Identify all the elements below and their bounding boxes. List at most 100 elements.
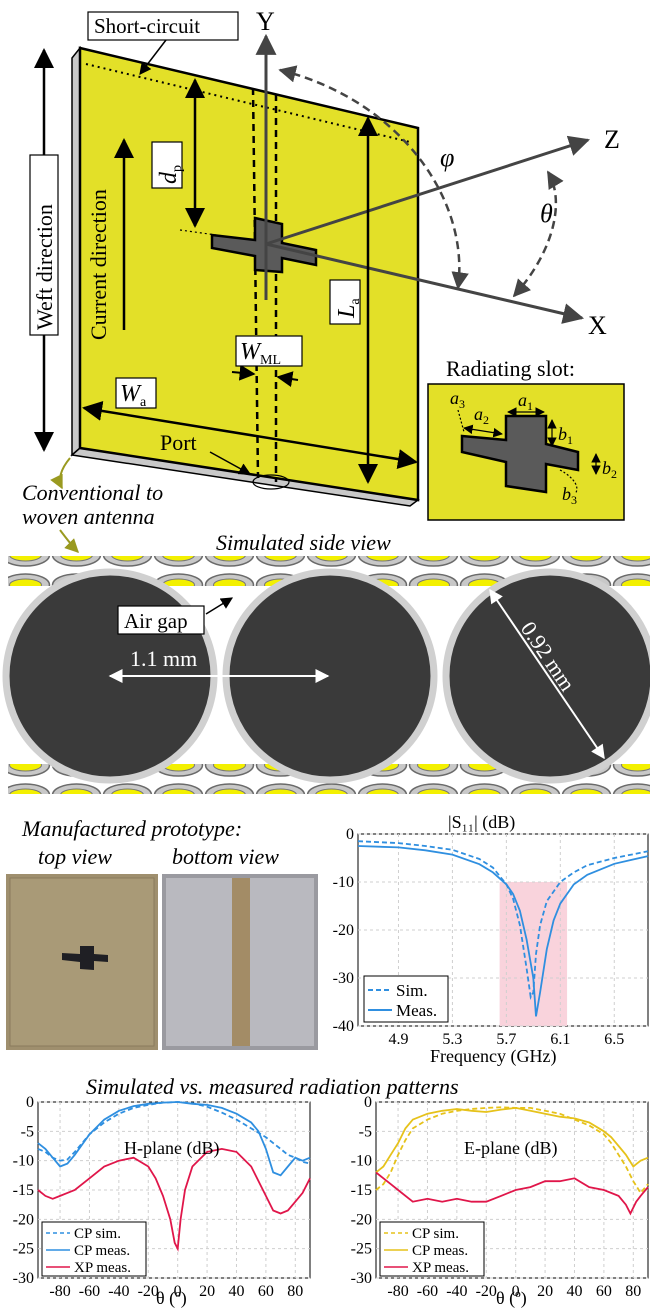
short-circuit-pointer bbox=[139, 39, 167, 75]
weft-label-box bbox=[29, 154, 59, 336]
h-legend-cpmeas: CP meas. bbox=[74, 1243, 130, 1259]
conventional-arrow bbox=[50, 457, 71, 490]
side-view-title: Simulated side view bbox=[216, 530, 391, 555]
e-xtick-label: 60 bbox=[596, 1283, 612, 1300]
e-ytick-label: -5 bbox=[359, 1123, 372, 1140]
prototype-bottom-label: bottom view bbox=[172, 844, 279, 869]
wml-label: WML bbox=[240, 339, 281, 368]
inset-b1: b1 bbox=[558, 424, 573, 447]
port-label: Port bbox=[160, 430, 197, 455]
s11-title: |S₁₁| (dB) bbox=[448, 812, 515, 833]
port-pointer bbox=[209, 451, 252, 475]
dp-label-box bbox=[151, 141, 183, 189]
h-xlabel: θ (º) bbox=[156, 1288, 187, 1308]
e-xtick-label: -40 bbox=[446, 1283, 467, 1300]
side-view: Simulated side view Air gap 1.1 mm 0.92 … bbox=[2, 530, 650, 794]
bottom-view-strip bbox=[232, 878, 250, 1046]
patterns-title: Simulated vs. measured radiation pattern… bbox=[86, 1074, 459, 1099]
antenna-schematic: Y Z X φ θ Current direction Weft directi… bbox=[22, 7, 625, 553]
la-label: La bbox=[334, 298, 363, 319]
h-ytick-label: -20 bbox=[13, 1211, 34, 1228]
s11-xtick-label: 5.7 bbox=[496, 1031, 516, 1048]
wa-dimension bbox=[82, 401, 418, 469]
s11-xlabel: Frequency (GHz) bbox=[430, 1046, 556, 1067]
conventional-line2: woven antenna bbox=[22, 504, 155, 529]
e-legend-cpmeas: CP meas. bbox=[412, 1243, 468, 1259]
inset-a3: a3 bbox=[450, 388, 465, 411]
top-view-slot bbox=[62, 946, 108, 970]
e-series-xp-meas bbox=[375, 1171, 649, 1216]
current-direction-label: Current direction bbox=[86, 189, 111, 340]
wml-label-box bbox=[235, 335, 303, 367]
radiating-slot-title: Radiating slot: bbox=[446, 356, 575, 381]
e-plane-title: E-plane (dB) bbox=[464, 1138, 557, 1159]
y-axis-label: Y bbox=[256, 7, 275, 36]
e-ytick-label: -10 bbox=[351, 1153, 372, 1170]
e-xtick-label: -20 bbox=[476, 1283, 497, 1300]
z-axis-label: Z bbox=[604, 125, 620, 154]
e-xtick-label: 40 bbox=[566, 1283, 582, 1300]
port-ellipse bbox=[252, 474, 290, 490]
conventional-arrow-2 bbox=[59, 529, 79, 553]
h-xtick-label: 40 bbox=[228, 1283, 244, 1300]
e-xtick-label: 0 bbox=[512, 1283, 520, 1300]
e-xtick-label: 80 bbox=[625, 1283, 641, 1300]
h-ytick-label: 0 bbox=[26, 1094, 34, 1111]
h-ytick-label: -5 bbox=[21, 1123, 34, 1140]
s11-legend bbox=[363, 975, 449, 1023]
h-xtick-label: 0 bbox=[174, 1283, 182, 1300]
conventional-line1: Conventional to bbox=[22, 480, 163, 505]
e-xtick-label: 20 bbox=[537, 1283, 553, 1300]
h-xtick-label: -60 bbox=[79, 1283, 100, 1300]
h-xtick-label: 20 bbox=[199, 1283, 215, 1300]
s11-ytick-label: -40 bbox=[333, 1018, 354, 1035]
s11-ytick-label: 0 bbox=[346, 826, 354, 843]
h-plane-title: H-plane (dB) bbox=[124, 1138, 219, 1159]
s11-legend-meas: Meas. bbox=[396, 1001, 437, 1020]
inset-b3: b3 bbox=[562, 484, 577, 507]
phi-label: φ bbox=[440, 143, 454, 172]
theta-label: θ bbox=[540, 199, 553, 228]
e-ytick-label: -30 bbox=[351, 1270, 372, 1287]
s11-series-meas bbox=[357, 845, 649, 1017]
e-ytick-label: -15 bbox=[351, 1182, 372, 1199]
h-ytick-label: -25 bbox=[13, 1241, 34, 1258]
wml-arrow-left bbox=[231, 364, 256, 381]
inset-slot-shape bbox=[460, 414, 580, 494]
dp-label: dp bbox=[156, 165, 185, 184]
prototype-top-label: top view bbox=[38, 844, 112, 869]
prototype-title: Manufactured prototype: bbox=[21, 816, 242, 841]
e-legend-cpsim: CP sim. bbox=[412, 1226, 459, 1242]
wa-label: Wa bbox=[120, 381, 147, 410]
e-xtick-label: -80 bbox=[387, 1283, 408, 1300]
h-xtick-label: -80 bbox=[49, 1283, 70, 1300]
s11-xtick-label: 5.3 bbox=[442, 1031, 462, 1048]
prototype: Manufactured prototype: top view bottom … bbox=[6, 816, 318, 1050]
short-circuit-box bbox=[87, 11, 239, 41]
h-series-cp-meas bbox=[37, 1101, 311, 1177]
h-xtick-label: -40 bbox=[108, 1283, 129, 1300]
h-ytick-label: -30 bbox=[13, 1270, 34, 1287]
e-xtick-label: -60 bbox=[417, 1283, 438, 1300]
e-xlabel: θ (º) bbox=[496, 1288, 527, 1308]
diameter-dimension bbox=[489, 588, 605, 760]
wml-arrow-right bbox=[276, 371, 299, 388]
air-gap-label: Air gap bbox=[124, 609, 188, 633]
inset-a2: a2 bbox=[474, 404, 489, 427]
h-series-xp-meas bbox=[37, 1147, 311, 1252]
weft-direction-label: Weft direction bbox=[32, 204, 57, 330]
inset-a2-dim bbox=[463, 424, 503, 438]
s11-xtick-label: 6.1 bbox=[550, 1031, 570, 1048]
e-ytick-label: -20 bbox=[351, 1211, 372, 1228]
e-legend-xp: XP meas. bbox=[412, 1260, 469, 1276]
e-series-cp-meas bbox=[375, 1106, 649, 1174]
wa-label-box bbox=[115, 377, 157, 409]
h-xtick-label: 80 bbox=[287, 1283, 303, 1300]
theta-arc bbox=[512, 170, 564, 298]
air-gap-pointer bbox=[205, 597, 234, 615]
s11-ytick-label: -10 bbox=[333, 874, 354, 891]
